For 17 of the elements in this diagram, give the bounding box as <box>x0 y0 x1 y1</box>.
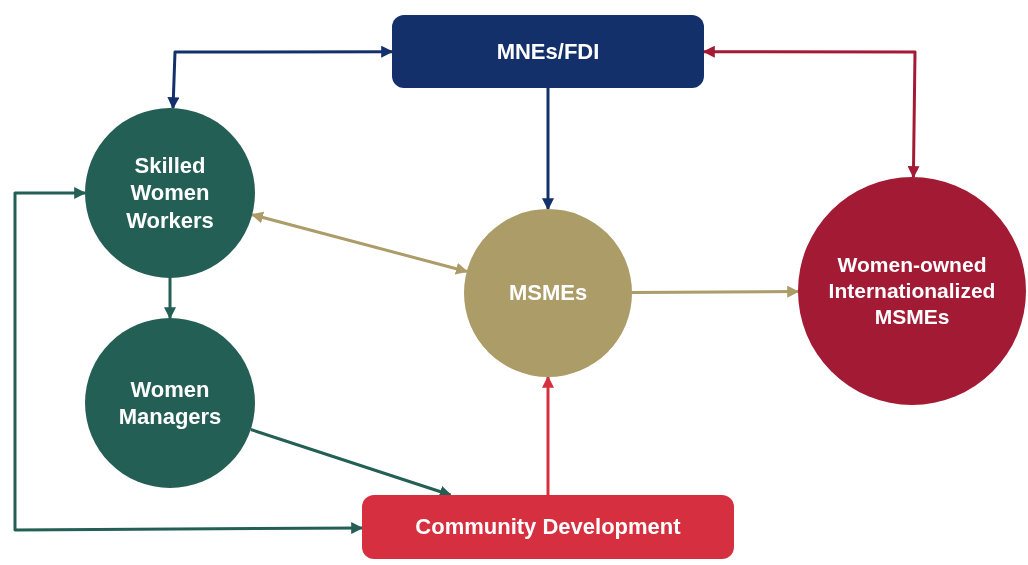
node-label: MNEs/FDI <box>496 37 600 66</box>
process-box <box>392 15 704 88</box>
node-label: Women-owned Internationalized MSMEs <box>827 251 997 331</box>
node-label: Community Development <box>415 513 681 541</box>
arrow <box>542 88 554 211</box>
arrow <box>702 45 920 179</box>
arrow <box>164 278 176 320</box>
arrow <box>251 211 468 275</box>
node-label: MSMEs <box>508 279 588 307</box>
node-label: Skilled Women Workers <box>125 151 215 235</box>
process-box <box>362 495 734 559</box>
arrow <box>542 375 554 495</box>
arrow <box>250 428 452 498</box>
arrow <box>13 187 364 535</box>
node-label: Women Managers <box>117 375 223 431</box>
arrow <box>632 285 800 298</box>
arrow <box>167 45 394 110</box>
